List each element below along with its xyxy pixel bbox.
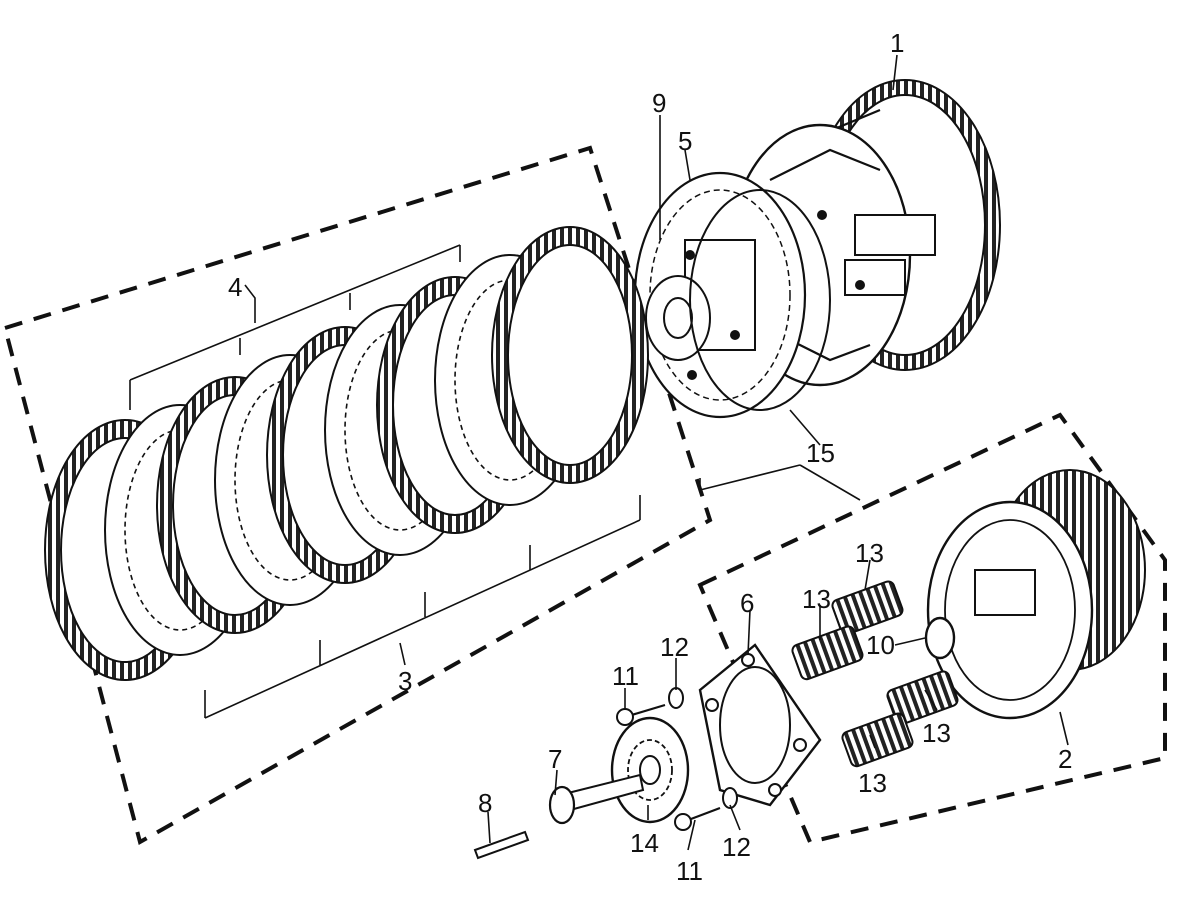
callout-15: 15 bbox=[806, 438, 835, 468]
bracket-4 bbox=[129, 244, 461, 410]
clutch-springs bbox=[791, 580, 959, 768]
callout-1: 1 bbox=[890, 28, 904, 58]
push-rod bbox=[473, 830, 530, 860]
callout-11-top: 11 bbox=[612, 661, 639, 691]
bracket-3 bbox=[204, 495, 641, 719]
callout-7: 7 bbox=[548, 744, 562, 774]
lifter-rod bbox=[548, 773, 645, 825]
callout-13-left: 13 bbox=[802, 584, 831, 614]
callout-12-top: 12 bbox=[660, 632, 689, 662]
bracket-15 bbox=[699, 409, 861, 501]
clutch-plate-stack bbox=[44, 226, 649, 681]
callout-11-bottom: 11 bbox=[676, 856, 703, 886]
callout-12-bottom: 12 bbox=[722, 832, 751, 862]
pressure-plate bbox=[924, 469, 1146, 720]
callout-4: 4 bbox=[228, 272, 242, 302]
callout-5: 5 bbox=[678, 126, 692, 156]
callout-13-bottom: 13 bbox=[858, 768, 887, 798]
callout-9: 9 bbox=[652, 88, 666, 118]
callout-14: 14 bbox=[630, 828, 659, 858]
callout-13-top: 13 bbox=[855, 538, 884, 568]
callout-2: 2 bbox=[1058, 744, 1072, 774]
callout-10: 10 bbox=[866, 630, 895, 660]
lifter-bearing bbox=[610, 716, 690, 824]
callout-8: 8 bbox=[478, 788, 492, 818]
leader-lines bbox=[487, 54, 1069, 851]
callout-3: 3 bbox=[398, 666, 412, 696]
callout-6: 6 bbox=[740, 588, 754, 618]
pressure-group-dashed-box bbox=[697, 412, 1167, 845]
lifter-plate bbox=[698, 643, 822, 807]
callout-13-right: 13 bbox=[922, 718, 951, 748]
clutch-center-hub bbox=[633, 171, 831, 419]
